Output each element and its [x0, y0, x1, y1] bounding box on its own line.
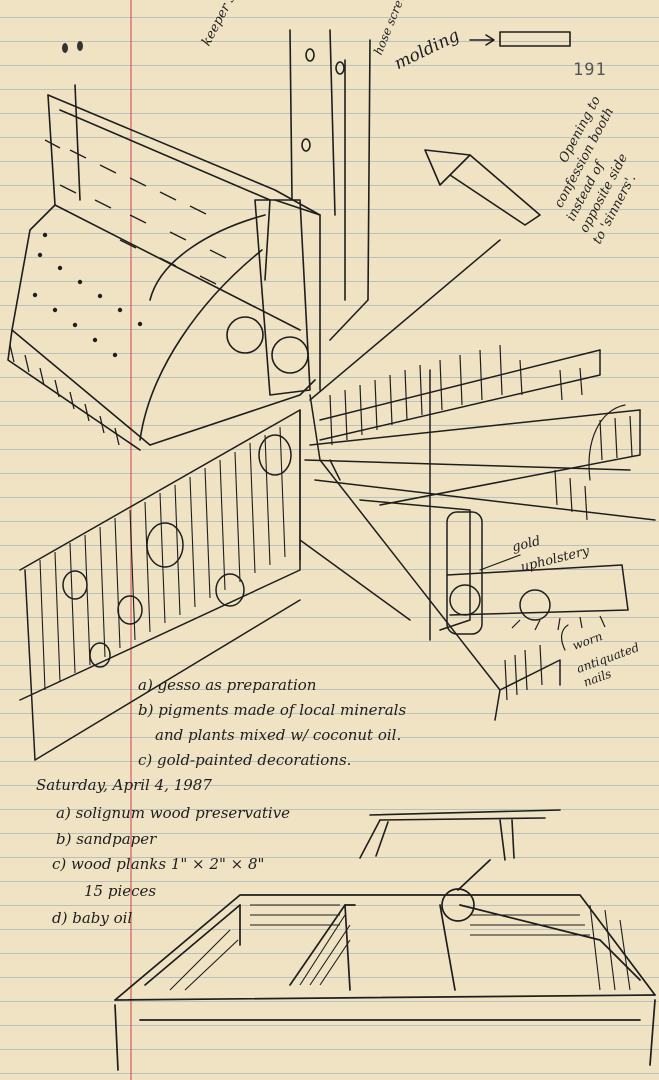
prism-sketch [424, 149, 541, 226]
bench-sketch [299, 239, 656, 721]
frame-hatch [169, 904, 631, 991]
binder-holes [62, 41, 83, 53]
note-item: and plants mixed w/ coconut oil. [155, 726, 402, 744]
panel-sketch [19, 409, 301, 761]
bench-hatch [329, 344, 633, 701]
panel-hatch [39, 426, 286, 691]
list-item: a) solignum wood preservative [56, 804, 291, 822]
page-number: 191 [573, 60, 607, 80]
note-item: a) gesso as preparation [138, 676, 317, 694]
molding-arrow [469, 31, 571, 47]
list-date: Saturday, April 4, 1987 [36, 776, 212, 794]
frame-box-sketch [114, 859, 656, 1071]
canopy-sketch [7, 84, 321, 451]
vertical-post [289, 29, 371, 341]
list-item: d) baby oil [52, 909, 133, 927]
list-item: 15 pieces [84, 882, 157, 900]
table-sketch [359, 809, 561, 861]
annotation-leaders [479, 404, 626, 651]
canopy-dots [32, 232, 143, 358]
list-item: b) sandpaper [56, 830, 157, 848]
list-item: c) wood planks 1" × 2" × 8" [52, 855, 265, 873]
note-item: b) pigments made of local minerals [138, 701, 407, 719]
canopy-hatch [9, 139, 227, 446]
note-item: c) gold-painted decorations. [138, 751, 352, 769]
